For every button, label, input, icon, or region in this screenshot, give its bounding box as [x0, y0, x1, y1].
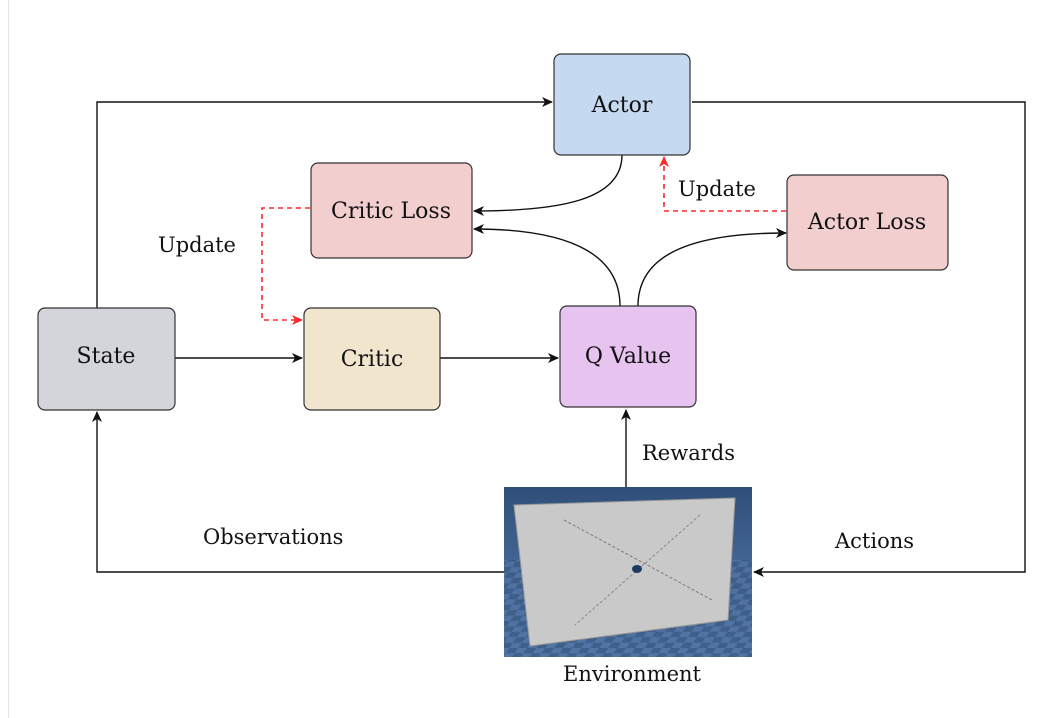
edge-actor-loss-update-actor [659, 156, 786, 212]
edge-state-to-actor [96, 97, 553, 308]
environment-diagonal-1 [563, 519, 713, 601]
state-label: State [77, 344, 136, 369]
critic-node: Critic [303, 307, 441, 411]
state-box [37, 307, 176, 411]
actions-label: Actions [834, 529, 914, 553]
update-left-label: Update [158, 233, 236, 257]
actor-label: Actor [591, 93, 653, 118]
critic-label: Critic [341, 347, 404, 372]
environment-diagonal-2 [574, 514, 701, 626]
edge-actor-to-environment [692, 101, 1026, 577]
state-node: State [37, 307, 176, 411]
update-right-label: Update [678, 177, 756, 201]
environment-image [504, 487, 752, 657]
rewards-label: Rewards [642, 441, 735, 465]
environment-ball [632, 565, 642, 573]
critic-loss-label: Critic Loss [331, 199, 451, 224]
edge-critic-loss-update-critic [261, 207, 310, 325]
critic-loss-node: Critic Loss [310, 162, 473, 259]
q-value-box [559, 305, 697, 408]
critic-loss-box [310, 162, 473, 259]
actor-loss-label: Actor Loss [807, 210, 926, 235]
environment-tilted-plate [513, 497, 736, 647]
critic-box [303, 307, 441, 411]
edge-qvalue-to-critic-loss [473, 224, 621, 307]
actor-loss-box [786, 174, 949, 271]
q-value-node: Q Value [559, 305, 697, 408]
environment-label: Environment [563, 662, 702, 686]
edge-environment-to-state [92, 411, 504, 573]
actor-loss-node: Actor Loss [786, 174, 949, 271]
edge-qvalue-to-actor-loss [637, 228, 787, 307]
page-left-rule [8, 0, 9, 718]
actor-node: Actor [553, 53, 691, 156]
edge-actor-to-critic-loss [473, 154, 623, 216]
observations-label: Observations [203, 525, 343, 549]
actor-box [553, 53, 691, 156]
q-value-label: Q Value [585, 344, 671, 369]
